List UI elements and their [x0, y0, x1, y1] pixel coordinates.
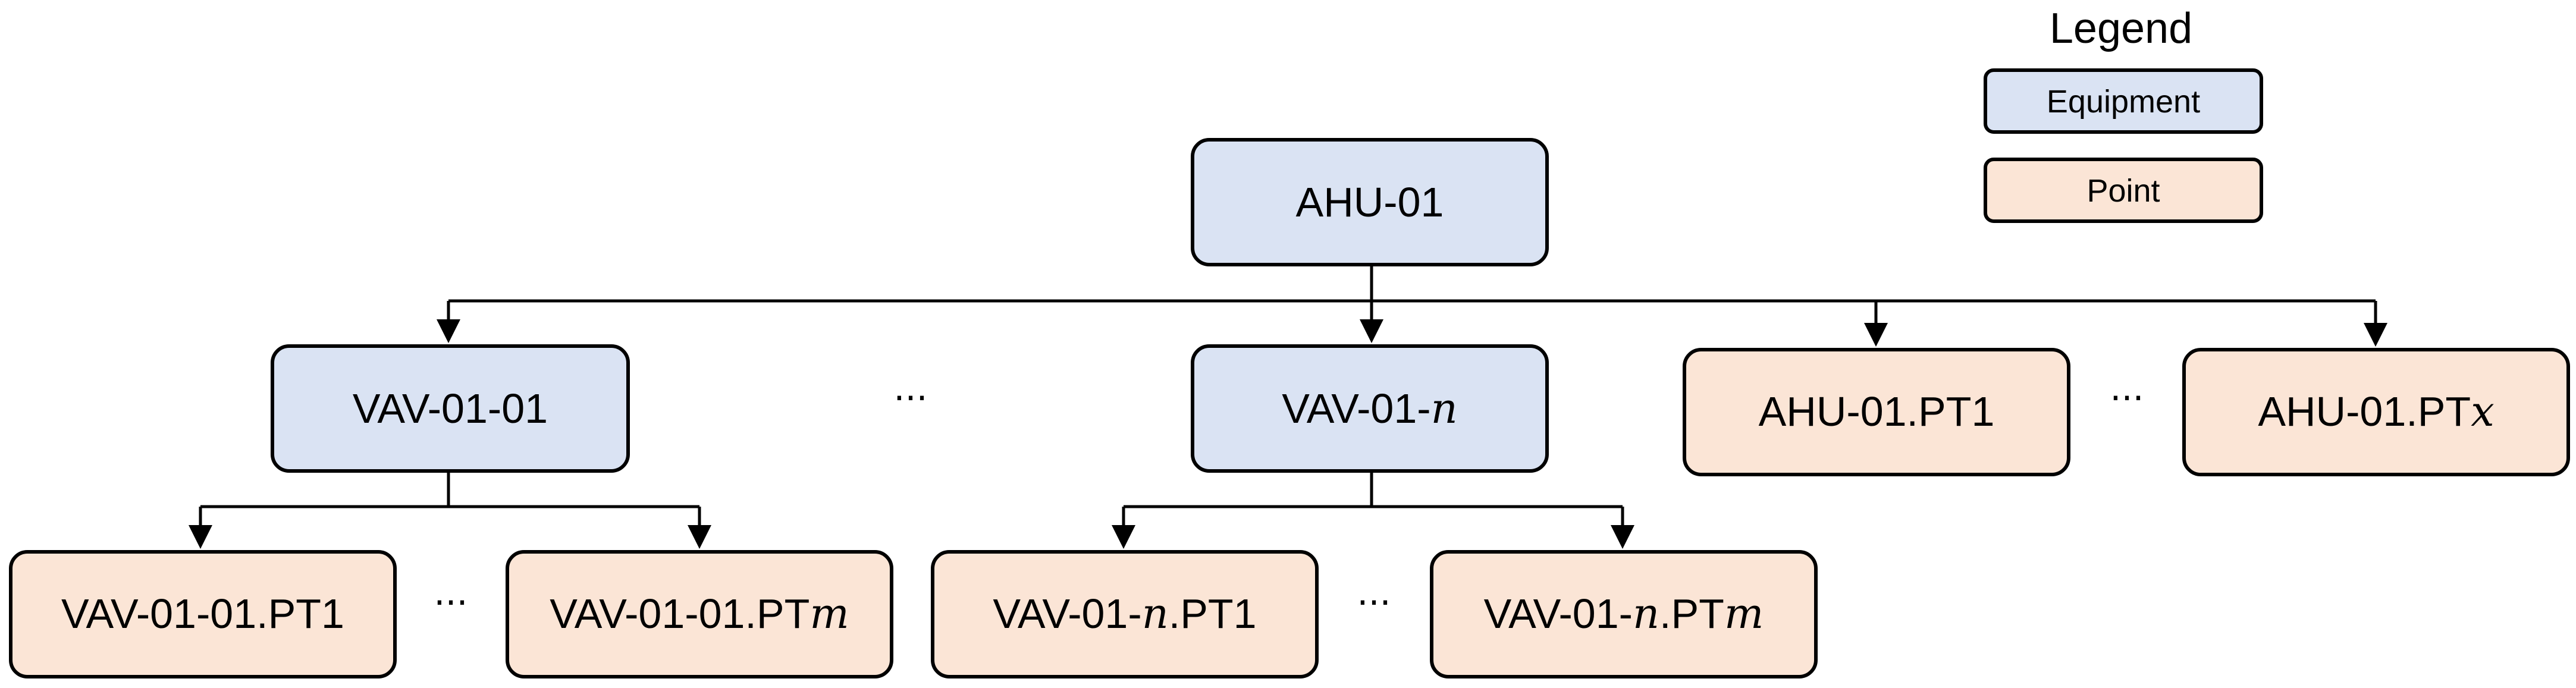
node-vav-01-n-box [1191, 344, 1549, 473]
legend-equipment-label: Equipment [2047, 84, 2200, 120]
node-ahu-01-pt1-box [1683, 348, 2070, 476]
node-vav-01-n-ptm-prefix: VAV-01- [1484, 590, 1633, 637]
node-vav-01-01-ptm: VAV-01-01.PTm [506, 550, 893, 678]
node-vav-01-n-pt1-var: n [1142, 589, 1169, 638]
node-vav-01-n: VAV-01-n [1191, 344, 1549, 473]
ellipsis-level2-ahu-points: ··· [2110, 378, 2144, 419]
node-ahu-01-ptx-box [2182, 348, 2570, 476]
ellipsis-level3-right: ··· [1357, 582, 1391, 624]
ellipsis-level3-left: ··· [434, 582, 467, 624]
node-vav-01-n-pt1-suffix: .PT1 [1169, 590, 1257, 637]
legend-equipment: Equipment [1984, 68, 2263, 134]
legend-title: Legend [2050, 5, 2192, 52]
node-ahu-01-pt1: AHU-01.PT1 [1683, 348, 2070, 476]
legend-point: Point [1984, 158, 2263, 223]
node-ahu-01-ptx-label: AHU-01.PTx [2258, 387, 2494, 436]
node-vav-01-01-ptm-var: m [809, 589, 849, 638]
node-vav-01-01-pt1: VAV-01-01.PT1 [9, 550, 397, 678]
legend-point-label: Point [2086, 173, 2160, 209]
node-vav-01-n-pt1-box [931, 550, 1319, 678]
node-vav-01-n-ptm: VAV-01-n.PTm [1430, 550, 1818, 678]
node-vav-01-01-ptm-box [506, 550, 893, 678]
node-vav-01-01-pt1-label: VAV-01-01.PT1 [61, 590, 344, 637]
node-vav-01-01-ptm-label: VAV-01-01.PTm [550, 589, 849, 638]
connectors-vav-01-n [1112, 473, 1634, 549]
node-vav-01-n-prefix: VAV-01- [1282, 385, 1430, 432]
node-ahu-01-ptx: AHU-01.PTx [2182, 348, 2570, 476]
legend: Legend Equipment Point [1984, 5, 2263, 223]
node-ahu-01-ptx-var: x [2471, 387, 2494, 436]
node-ahu-01-label: AHU-01 [1296, 179, 1444, 225]
ellipsis-level2-vav: ··· [893, 378, 927, 419]
node-vav-01-01-pt1-box [9, 550, 397, 678]
legend-equipment-swatch [1984, 68, 2263, 134]
node-ahu-01-box [1191, 138, 1549, 266]
connectors-vav-01-01 [189, 473, 711, 549]
node-vav-01-n-ptm-var: n [1633, 589, 1659, 638]
node-vav-01-n-ptm-label: VAV-01-n.PTm [1484, 589, 1764, 638]
node-vav-01-n-ptm-mid: .PT [1659, 590, 1724, 637]
node-ahu-01-pt1-label: AHU-01.PT1 [1759, 388, 1995, 435]
node-vav-01-n-pt1-prefix: VAV-01- [993, 590, 1141, 637]
connectors-ahu [437, 265, 2387, 347]
node-vav-01-01-label: VAV-01-01 [353, 385, 548, 432]
node-vav-01-01-ptm-prefix: VAV-01-01.PT [550, 590, 809, 637]
node-vav-01-01-box [271, 344, 630, 473]
node-ahu-01-ptx-prefix: AHU-01.PT [2258, 388, 2471, 435]
node-vav-01-01: VAV-01-01 [271, 344, 630, 473]
node-vav-01-n-label: VAV-01-n [1282, 384, 1457, 433]
node-vav-01-n-pt1-label: VAV-01-n.PT1 [993, 589, 1256, 638]
node-vav-01-n-ptm-box [1430, 550, 1818, 678]
node-ahu-01: AHU-01 [1191, 138, 1549, 266]
legend-point-swatch [1984, 158, 2263, 223]
node-vav-01-n-pt1: VAV-01-n.PT1 [931, 550, 1319, 678]
node-vav-01-n-ptm-var2: m [1724, 589, 1764, 638]
node-vav-01-n-var: n [1431, 384, 1458, 433]
